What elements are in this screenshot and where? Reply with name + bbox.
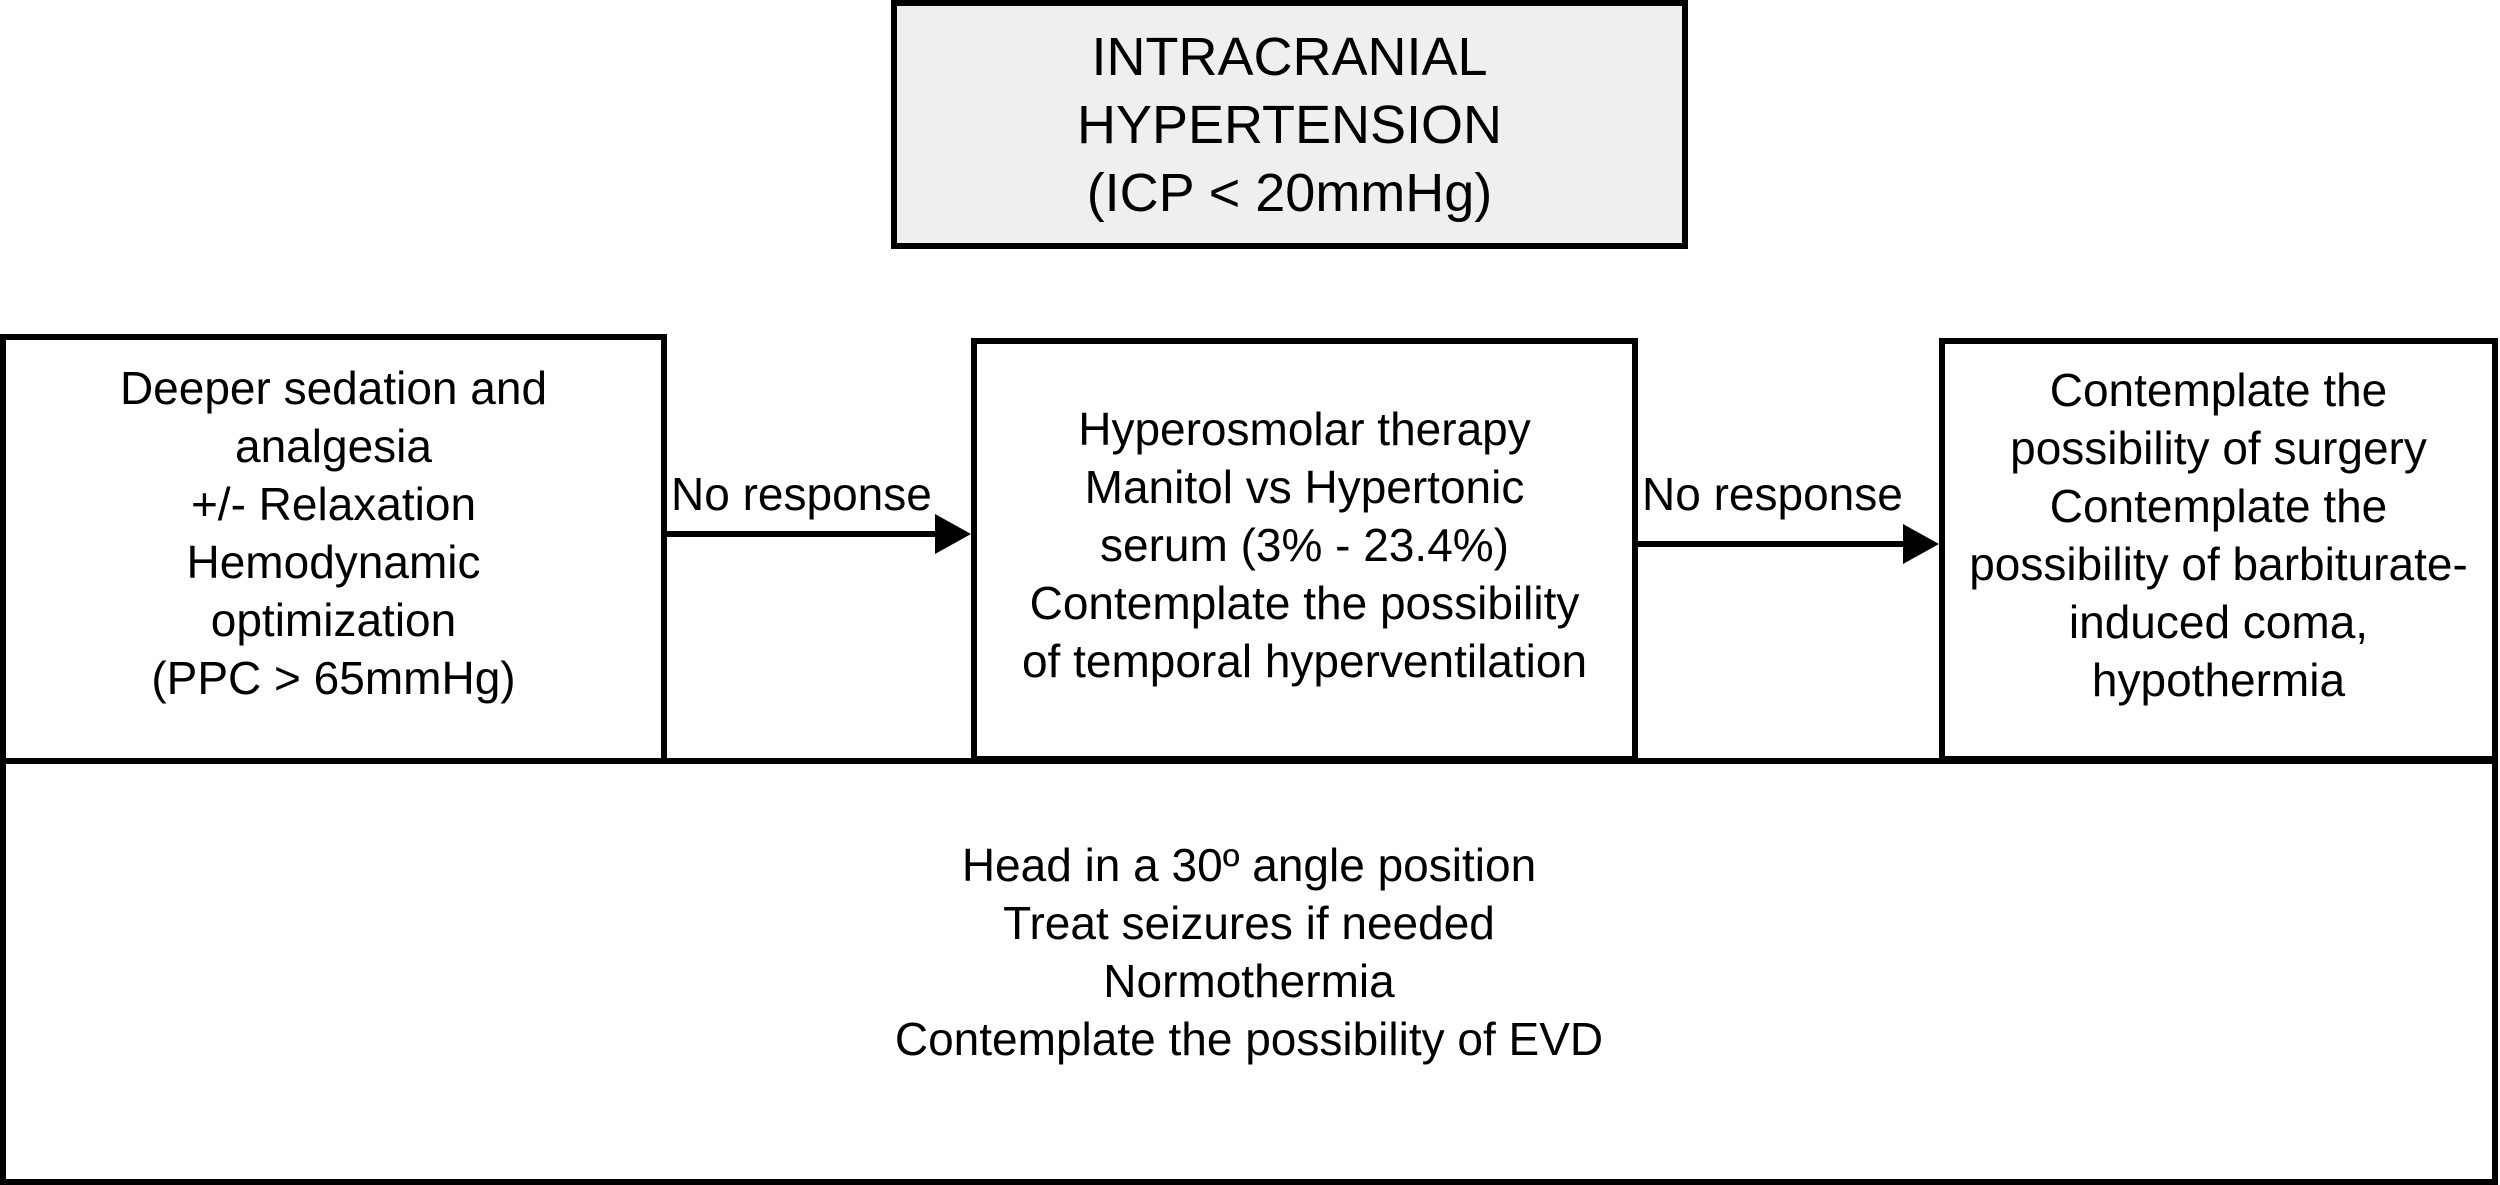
step-line: possibility of barbiturate- (1969, 538, 2468, 590)
arrow-1-label: No response (671, 468, 932, 520)
general-measures-text: Head in a 30º angle position Treat seizu… (895, 836, 1603, 1068)
title-line: INTRACRANIAL (1091, 26, 1488, 87)
general-line: Contemplate the possibility of EVD (894, 1012, 1604, 1065)
step-line: Hemodynamic (186, 536, 481, 588)
step-line: Manitol vs Hypertonic (1084, 461, 1525, 513)
step-hyperosmolar-box: Hyperosmolar therapy Manitol vs Hyperton… (971, 338, 1638, 762)
step-line: induced coma, (2068, 596, 2369, 648)
step-line: hypothermia (2091, 654, 2346, 706)
title-text: INTRACRANIAL HYPERTENSION (ICP < 20mmHg) (1077, 23, 1502, 227)
step-line: Contemplate the possibility (1029, 577, 1580, 629)
step-line: Deeper sedation and (119, 362, 548, 414)
step-line: +/- Relaxation (190, 478, 477, 530)
arrow-2-label: No response (1642, 468, 1903, 520)
arrow-2-head (1903, 524, 1939, 564)
arrow-2 (1638, 524, 1939, 564)
general-line: Normothermia (1103, 954, 1395, 1007)
step-line: (PPC > 65mmHg) (151, 652, 516, 704)
step-line: Hyperosmolar therapy (1078, 403, 1531, 455)
general-measures-box: Head in a 30º angle position Treat seizu… (0, 758, 2498, 1185)
step-line: Contemplate the (2049, 364, 2388, 416)
step-hyperosmolar-text: Hyperosmolar therapy Manitol vs Hyperton… (1022, 400, 1587, 690)
step-line: of temporal hyperventilation (1021, 635, 1588, 687)
step-line: serum (3% - 23.4%) (1099, 519, 1509, 571)
title-line: HYPERTENSION (1076, 94, 1503, 155)
arrow-1-head (935, 514, 971, 554)
step-line: analgesia (235, 420, 432, 472)
general-line: Head in a 30º angle position (961, 838, 1537, 891)
step-sedation-box: Deeper sedation and analgesia +/- Relaxa… (0, 334, 667, 766)
step-line: possibility of surgery (2010, 422, 2427, 474)
step-surgery-box: Contemplate the possibility of surgery C… (1939, 338, 2498, 762)
step-line: Contemplate the (2049, 480, 2388, 532)
step-sedation-text: Deeper sedation and analgesia +/- Relaxa… (120, 359, 547, 707)
arrow-1 (667, 514, 971, 554)
step-surgery-text: Contemplate the possibility of surgery C… (1969, 361, 2468, 709)
title-box: INTRACRANIAL HYPERTENSION (ICP < 20mmHg) (891, 0, 1688, 249)
title-line: (ICP < 20mmHg) (1086, 162, 1493, 223)
general-line: Treat seizures if needed (1003, 896, 1495, 949)
step-line: optimization (210, 594, 457, 646)
